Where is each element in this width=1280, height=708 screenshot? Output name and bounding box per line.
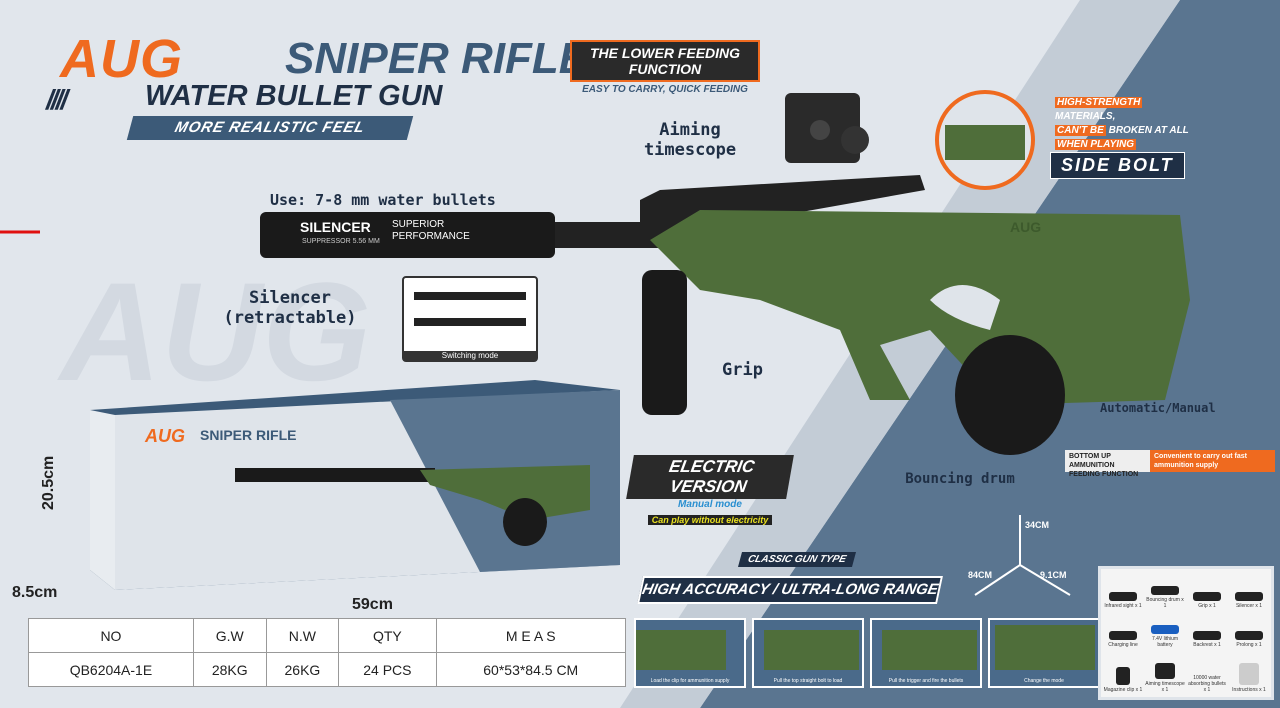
accessory-label: Infrared sight x 1 — [1104, 603, 1142, 610]
feeding-badge-sub: EASY TO CARRY, QUICK FEEDING — [582, 84, 748, 95]
table-header-row: NO G.W N.W QTY M E A S — [28, 618, 626, 653]
accessory: Instructions x 1 — [1229, 650, 1269, 693]
electric-mode: Manual mode — [678, 499, 742, 510]
table-row: QB6204A-1E 28KG 26KG 24 PCS 60*53*84.5 C… — [28, 652, 626, 687]
side-bolt-note: HIGH-STRENGTH MATERIALS, CAN'T BE BROKEN… — [1055, 96, 1205, 152]
grip-label: Grip — [722, 360, 763, 380]
aiming-timescope-label: Aiming timescope — [643, 120, 737, 160]
table-cell: 26KG — [265, 652, 340, 687]
accessory-label: Bouncing drum x 1 — [1146, 597, 1184, 610]
receiver-mark: AUG — [1010, 219, 1041, 235]
note-part: WHEN PLAYING — [1055, 139, 1137, 150]
bouncing-drum-label: Bouncing drum — [905, 471, 1015, 487]
stock-body — [650, 210, 1190, 405]
bottom-feed-left: BOTTOM UP AMMUNITION FEEDING FUNCTION — [1065, 450, 1150, 478]
accessory-label: Prolong x 1 — [1236, 641, 1262, 648]
step-caption: Load the clip for ammunition supply — [650, 678, 730, 684]
grip — [642, 270, 687, 415]
title-aug: AUG — [60, 29, 183, 89]
step-thumb: Change the mode — [988, 618, 1100, 688]
product-box: AUG SNIPER RIFLE — [90, 380, 620, 590]
classic-gun-type: CLASSIC GUN TYPE — [737, 552, 856, 567]
electric-note: Can play without electricity — [647, 515, 773, 525]
carton-width: 9.1CM — [1040, 570, 1067, 580]
feeding-badge: THE LOWER FEEDING FUNCTION EASY TO CARRY… — [570, 40, 760, 95]
title-water-bullet-gun: WATER BULLET GUN — [145, 80, 443, 112]
accuracy-banner: HIGH ACCURACY / ULTRA-LONG RANGE — [637, 576, 943, 604]
silencer-label: Silencer (retractable) — [223, 288, 357, 328]
title-sniper-rifle: SNIPER RIFLE — [285, 34, 589, 83]
superior-performance: SUPERIOR PERFORMANCE — [392, 219, 470, 242]
accessory-label: Backrest x 1 — [1193, 641, 1221, 648]
table-cell: 60*53*84.5 CM — [435, 652, 626, 687]
table-cell: 24 PCS — [338, 652, 437, 687]
accessory-label: Magazine clip x 1 — [1103, 687, 1143, 693]
svg-text:AUG: AUG — [57, 253, 371, 410]
step-thumb: Load the clip for ammunition supply — [634, 618, 746, 688]
accessory: Silencer x 1 — [1229, 573, 1269, 609]
step-thumbnails: Load the clip for ammunition supply Pull… — [634, 618, 1100, 688]
svg-text:SNIPER RIFLE: SNIPER RIFLE — [200, 427, 296, 443]
header-cell: N.W — [265, 618, 340, 653]
note-part: BROKEN AT ALL — [1108, 125, 1189, 136]
step-thumb: Pull the trigger and fire the bullets — [870, 618, 982, 688]
accessory: Magazine clip x 1 — [1103, 650, 1143, 693]
accessory-label: Aiming timescope x 1 — [1145, 681, 1185, 693]
switching-mode-caption: Switching mode — [404, 351, 536, 360]
accessory: Backrest x 1 — [1187, 611, 1227, 648]
feeding-badge-main: THE LOWER FEEDING FUNCTION — [570, 40, 760, 82]
use-bullets-label: Use: 7-8 mm water bullets — [270, 191, 496, 209]
step-thumb: Pull the top straight bolt to load — [752, 618, 864, 688]
accessory-label: Charging line — [1108, 641, 1138, 648]
electric-version-badge: ELECTRIC VERSION Manual mode Can play wi… — [626, 455, 794, 528]
accessory-label: Silencer x 1 — [1235, 603, 1263, 610]
step-caption: Pull the top straight bolt to load — [773, 678, 843, 684]
table-cell: 28KG — [192, 652, 267, 687]
bottom-feed-right: Convenient to carry out fast ammunition … — [1150, 450, 1275, 472]
spec-table: NO G.W N.W QTY M E A S QB6204A-1E 28KG 2… — [28, 618, 626, 687]
side-bolt-label: SIDE BOLT — [1050, 152, 1185, 179]
note-part: HIGH-STRENGTH — [1055, 97, 1143, 108]
accessory-label: 10000 water absorbing bullets x 1 — [1188, 675, 1226, 693]
header-cell: M E A S — [435, 618, 626, 653]
accessory: Bouncing drum x 1 — [1145, 573, 1185, 609]
silencer-sub: SUPPRESSOR 5.56 MM — [302, 238, 380, 245]
header-cell: NO — [28, 618, 194, 653]
bottom-feed-banner: BOTTOM UP AMMUNITION FEEDING FUNCTION Co… — [1065, 450, 1275, 478]
svg-text:AUG: AUG — [144, 426, 185, 446]
accessory: 10000 water absorbing bullets x 1 — [1187, 650, 1227, 693]
silencer-print: SILENCER — [300, 219, 371, 235]
accessory-label: 7.4V lithium battery — [1151, 635, 1179, 648]
step-caption: Change the mode — [1024, 678, 1064, 684]
accessory: Charging line — [1103, 611, 1143, 648]
table-cell: QB6204A-1E — [28, 652, 194, 687]
box-depth: 8.5cm — [12, 584, 58, 601]
drum-magazine — [955, 335, 1065, 455]
box-width: 59cm — [352, 596, 393, 613]
step-caption: Pull the trigger and fire the bullets — [888, 678, 964, 684]
accessory: Infrared sight x 1 — [1103, 573, 1143, 609]
accessory: Aiming timescope x 1 — [1145, 650, 1185, 693]
carton-length: 84CM — [968, 570, 993, 580]
title-stripes: //// — [46, 84, 68, 115]
electric-main: ELECTRIC VERSION — [626, 455, 794, 499]
accessory-label: Instructions x 1 — [1232, 687, 1266, 693]
carton-axes — [974, 515, 1071, 596]
accessories-panel: Infrared sight x 1 Bouncing drum x 1 Gri… — [1098, 566, 1274, 700]
header-cell: QTY — [338, 618, 437, 653]
accessory-label: Grip x 1 — [1198, 603, 1216, 610]
carton-height: 34CM — [1025, 520, 1050, 530]
auto-manual-label: Automatic/Manual — [1100, 401, 1216, 415]
silencer — [260, 212, 555, 258]
switching-mode-inset: Switching mode — [402, 276, 538, 362]
note-part: CAN'T BE — [1055, 125, 1106, 136]
accessory: Grip x 1 — [1187, 573, 1227, 609]
box-height: 20.5cm — [40, 455, 57, 510]
accessory: 7.4V lithium battery — [1145, 611, 1185, 648]
header-cell: G.W — [192, 618, 267, 653]
note-part: MATERIALS, — [1055, 111, 1116, 122]
accessory: Prolong x 1 — [1229, 611, 1269, 648]
